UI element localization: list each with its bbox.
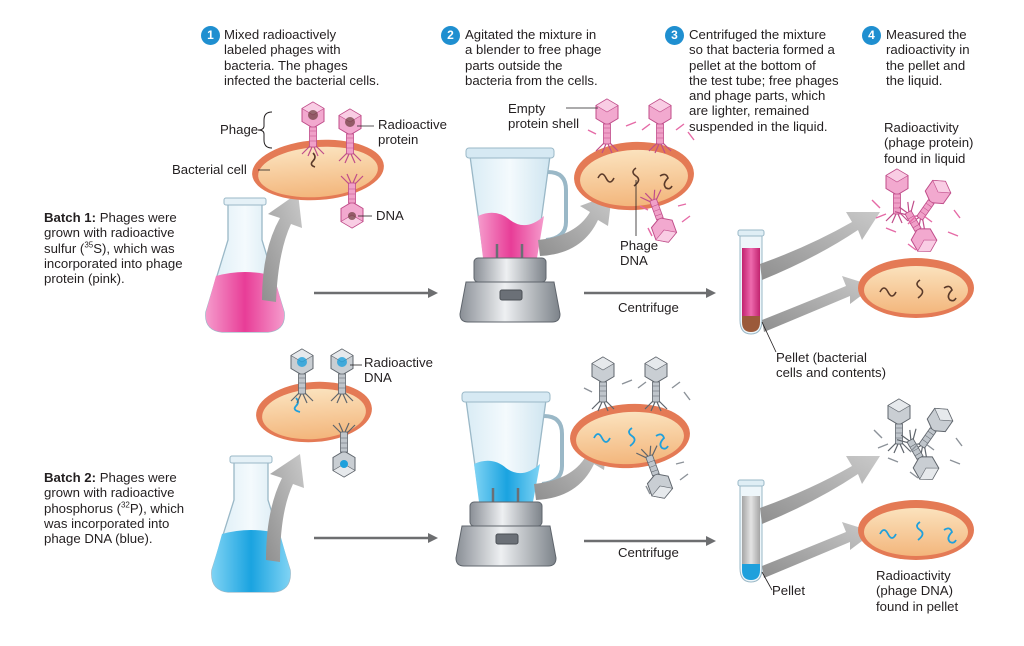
test-tube-batch2 (737, 479, 765, 583)
bacterial-cell-step2 (574, 141, 694, 211)
bacterial-cell-batch2-step1 (256, 381, 372, 443)
arrow-tube2-to-liquid (760, 456, 880, 524)
arrow-blender1-to-cell (538, 194, 612, 256)
label-result-2: Radioactivity(phage DNA)found in pellet (876, 568, 959, 614)
arrow-flask2-to-cell (266, 454, 304, 562)
arrow-tube2-to-pellet (762, 522, 874, 578)
batch2-title: Batch 2: (44, 470, 97, 485)
label-result-1: Radioactivity(phage protein)found in liq… (884, 120, 974, 166)
arrow-tube1-to-liquid (760, 212, 880, 280)
step3-badge: 3 (665, 26, 684, 45)
label-phage: Phage (220, 122, 259, 137)
test-tube-batch1 (737, 229, 765, 335)
label-pellet-2: Pellet (772, 583, 805, 598)
bacterial-cell-step1 (252, 139, 384, 201)
arrow-to-blender1 (314, 288, 438, 298)
bacterial-cell-batch2-step2 (570, 403, 690, 469)
label-centrifuge-2: Centrifuge (618, 545, 679, 560)
step2-badge: 2 (441, 26, 460, 45)
arrow-to-tube2 (584, 536, 716, 546)
label-centrifuge-1: Centrifuge (618, 300, 679, 315)
label-dna: DNA (376, 208, 404, 223)
batch1-description: Batch 1: Phages were grown with radioact… (44, 210, 183, 287)
batch1-title: Batch 1: (44, 210, 97, 225)
blender-batch1 (459, 147, 568, 323)
arrow-to-blender2 (314, 533, 438, 543)
arrow-flask1-to-cell (262, 193, 302, 302)
step4-badge: 4 (862, 26, 881, 45)
bacterial-cell-result1 (858, 258, 974, 318)
bacterial-cell-result2 (858, 500, 974, 560)
arrow-tube1-to-pellet (762, 276, 874, 332)
batch2-description: Batch 2: Phages were grown with radioact… (44, 470, 185, 547)
label-bacterial-cell: Bacterial cell (172, 162, 247, 177)
arrow-to-tube1 (584, 288, 716, 298)
blender-batch2 (455, 391, 564, 567)
step1-badge: 1 (201, 26, 220, 45)
